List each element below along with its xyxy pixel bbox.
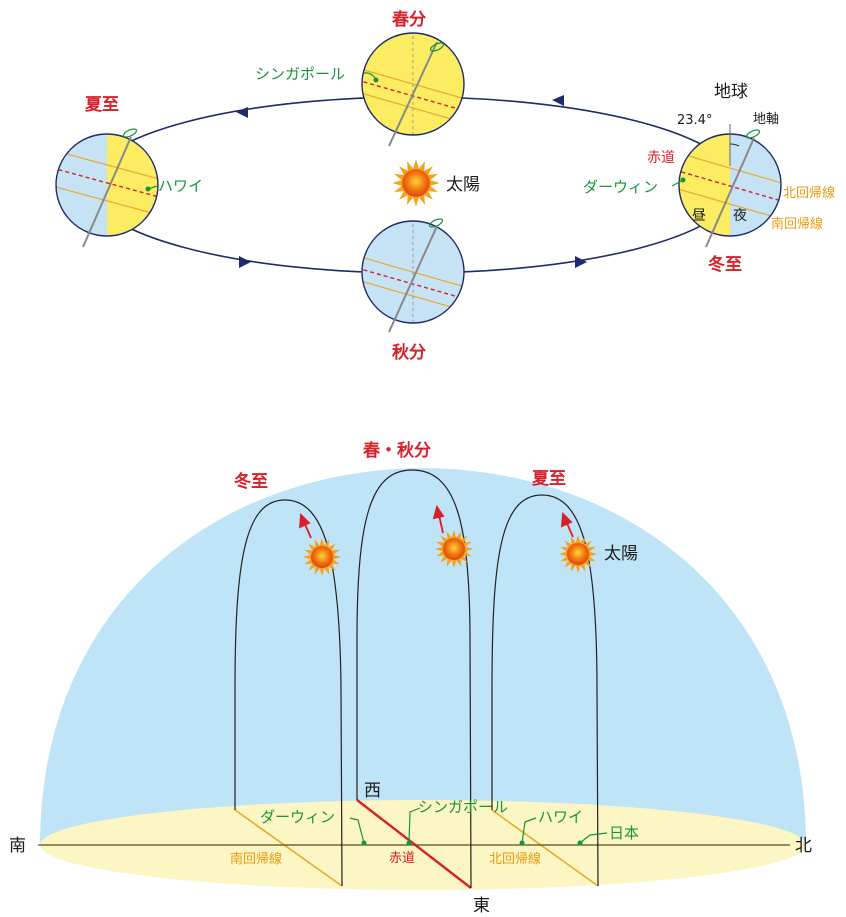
label-equator-sky: 赤道 (389, 851, 415, 866)
label-tilt: 23.4° (677, 113, 712, 128)
orbit-arrow-top-left (236, 107, 248, 118)
label-east: 東 (473, 896, 490, 916)
sun-icon (435, 530, 473, 568)
sun-icon (559, 535, 597, 573)
label-south: 南 (9, 836, 26, 856)
label-singapore-sky: シンガポール (418, 798, 508, 816)
label-summer-solstice-sky: 夏至 (532, 469, 566, 489)
label-hawaii-top: ハワイ (158, 177, 203, 195)
orbit-arrow-bottom-left (239, 256, 251, 268)
earth-axis (705, 137, 755, 248)
label-singapore: シンガポール (255, 65, 345, 83)
sun-path-summer (491, 494, 599, 887)
earth-axis (388, 225, 438, 333)
earth-spring-equinox (361, 32, 465, 147)
orbit-arrow-top-right (552, 95, 564, 106)
orbit-arrow-bottom-right (575, 256, 587, 268)
label-darwin-sky: ダーウィン (260, 808, 335, 826)
ground-line-tropic-cancer (491, 809, 599, 887)
label-winter-solstice: 冬至 (708, 254, 742, 275)
ground-line-equator (356, 799, 472, 889)
label-earth: 地球 (714, 82, 748, 102)
earth-axis (82, 136, 132, 248)
label-spring-equinox: 春分 (392, 9, 426, 30)
label-night: 夜 (733, 208, 747, 224)
label-tropic-cancer-top: 北回帰線 (783, 185, 835, 201)
earth-summer-solstice (55, 128, 159, 248)
label-axis: 地軸 (753, 112, 779, 127)
sun-path-equinox (356, 469, 472, 889)
earth-autumn-equinox (361, 218, 465, 333)
label-day: 昼 (692, 208, 706, 224)
sky-section: 冬至 春・秋分 夏至 太陽 西 東 南 北 ダーウィン シンガポール ハワイ 日… (9, 440, 812, 916)
label-darwin-top: ダーウィン (583, 178, 658, 196)
direction-arrows (298, 504, 574, 539)
sun-path-winter (234, 499, 343, 887)
orbit-section: 太陽 春分 シンガポール (55, 9, 835, 363)
label-tropic-capricorn-sky: 南回帰線 (230, 851, 282, 867)
label-summer-solstice: 夏至 (85, 95, 119, 115)
label-west: 西 (364, 781, 381, 801)
label-equator-top: 赤道 (647, 150, 675, 166)
label-sun-sky: 太陽 (604, 544, 638, 564)
label-autumn-equinox: 秋分 (392, 342, 426, 363)
sun-label: 太陽 (446, 175, 480, 195)
label-equinox-sky: 春・秋分 (363, 440, 431, 461)
sky-dome (40, 468, 806, 845)
earth-axis (388, 41, 438, 147)
label-hawaii-sky: ハワイ (538, 808, 583, 826)
label-winter-solstice-sky: 冬至 (234, 471, 268, 492)
label-tropic-cancer-sky: 北回帰線 (489, 851, 541, 867)
label-tropic-capricorn-top: 南回帰線 (771, 216, 823, 232)
label-japan-sky: 日本 (609, 824, 639, 842)
label-north: 北 (795, 836, 812, 856)
ground-line-tropic-capricorn (234, 809, 343, 887)
sun-icon (392, 159, 440, 207)
sun-icon (303, 538, 341, 576)
